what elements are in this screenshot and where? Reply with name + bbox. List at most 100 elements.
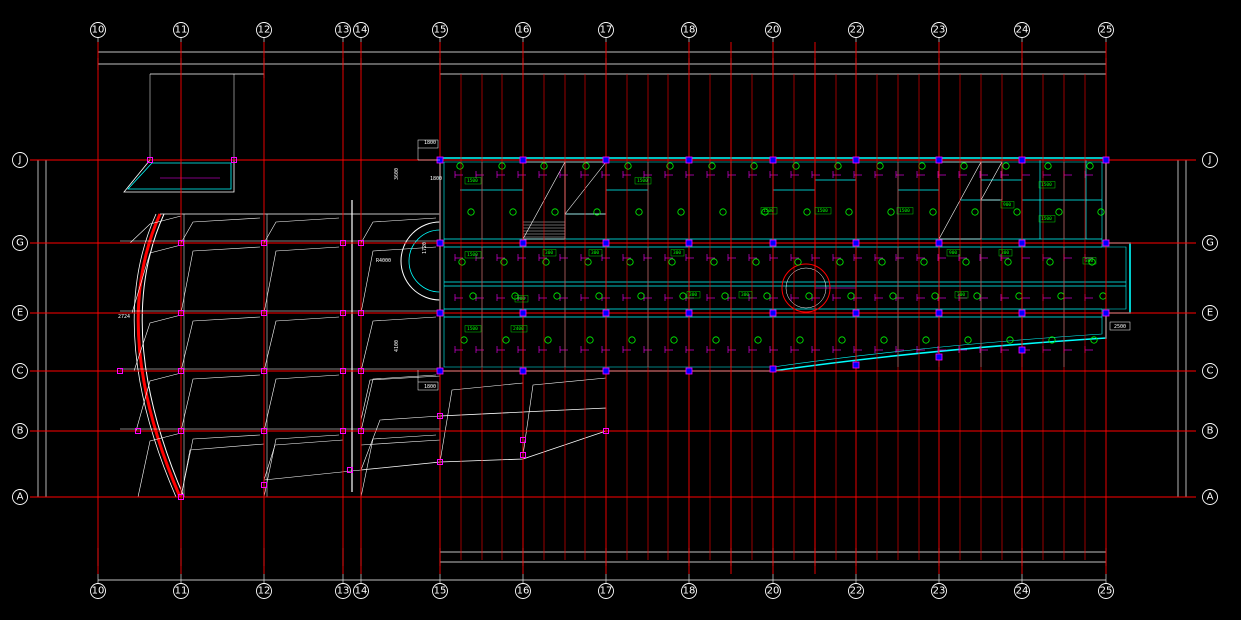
light-fixture (582, 162, 590, 170)
annotation-box (464, 251, 482, 259)
light-fixture (761, 208, 769, 216)
annotation-box (1038, 181, 1056, 189)
annotation-box (946, 249, 961, 257)
annotation-box (464, 177, 482, 185)
column (852, 309, 860, 317)
annotation-text: 300 (673, 250, 681, 256)
axis-bubble-18-top: 18 (681, 22, 697, 42)
annotation-text: 1500 (467, 326, 478, 332)
light-fixture (670, 336, 678, 344)
axis-bubble-G-left: G (12, 235, 28, 251)
joint (231, 157, 237, 163)
glazing-panel (360, 415, 441, 471)
axis-bubble-label: C (17, 366, 24, 377)
light-fixture (847, 292, 855, 300)
stair-diagonal (980, 161, 1003, 201)
axis-bubble-label: 10 (92, 586, 105, 597)
dimension-box (417, 381, 439, 391)
annotation-text: 300 (741, 292, 749, 298)
joint (603, 428, 609, 434)
annotation-text: 1500 (467, 252, 478, 258)
glazing-panel (137, 432, 182, 498)
column (685, 239, 693, 247)
joint (261, 310, 267, 316)
axis-bubble-label: 24 (1016, 586, 1029, 597)
column (935, 353, 943, 361)
axis-bubble-label: A (17, 492, 24, 503)
dimension-label: 2500 (1114, 324, 1126, 330)
light-fixture (1097, 208, 1105, 216)
column (852, 239, 860, 247)
axis-bubble-label: 18 (683, 25, 696, 36)
joint (358, 240, 364, 246)
light-fixture (1099, 292, 1107, 300)
axis-bubble-A-left: A (12, 489, 28, 505)
light-fixture (1090, 336, 1098, 344)
annotation-box (670, 249, 685, 257)
annotation-box (896, 207, 914, 215)
glazing-panel (180, 434, 261, 498)
light-fixture (803, 208, 811, 216)
light-fixture (1046, 258, 1054, 266)
annotation-text: 900 (517, 296, 525, 302)
light-fixture (1088, 258, 1096, 266)
curved-facade-outer (133, 213, 177, 498)
annotation-text: 300 (1001, 250, 1009, 256)
dimension-leader (417, 148, 440, 161)
light-fixture (544, 336, 552, 344)
axis-bubble-label: A (1207, 492, 1214, 503)
annotation-text: 1500 (467, 178, 478, 184)
annotation-text: 300 (1085, 258, 1093, 264)
axis-bubble-circle (1202, 152, 1218, 168)
axis-bubble-E-right: E (1202, 305, 1218, 321)
axis-bubble-label: C (1207, 366, 1214, 377)
joint (261, 482, 267, 488)
glazing-panel (180, 246, 261, 314)
curved-facade-red (136, 213, 182, 498)
annotation-box (738, 291, 753, 299)
glazing-panel (129, 215, 182, 244)
axis-bubble-label: G (16, 238, 24, 249)
axis-bubble-14-top: 14 (353, 22, 369, 42)
axis-bubble-label: B (17, 426, 24, 437)
glazing-panel (439, 382, 524, 463)
annotation-box (588, 249, 603, 257)
axis-bubble-label: 25 (1100, 25, 1113, 36)
column (769, 156, 777, 164)
axis-bubble-label: J (1208, 155, 1212, 166)
glazing-panel (360, 246, 437, 314)
light-fixture (1055, 208, 1063, 216)
column (602, 309, 610, 317)
light-fixture (456, 162, 464, 170)
joint (358, 428, 364, 434)
annotation-box (1000, 201, 1015, 209)
light-fixture (971, 208, 979, 216)
axis-bubble-16-top: 16 (515, 22, 531, 42)
axis-bubble-label: G (1206, 238, 1214, 249)
light-fixture (838, 336, 846, 344)
joint (261, 428, 267, 434)
light-fixture (805, 292, 813, 300)
entrance-arc (400, 221, 441, 301)
column (1018, 156, 1026, 164)
axis-bubble-17-top: 17 (598, 22, 614, 42)
joint (437, 459, 443, 465)
column (602, 367, 610, 375)
joint (178, 368, 184, 374)
glazing-panel (360, 217, 437, 244)
joint (520, 437, 526, 443)
axis-bubble-12-top: 12 (256, 22, 272, 42)
axis-bubble-label: 22 (850, 586, 863, 597)
light-fixture (960, 162, 968, 170)
axis-bubble-A-right: A (1202, 489, 1218, 505)
axis-bubble-circle (12, 235, 28, 251)
glazing-panel (180, 316, 261, 372)
annotation-box (814, 207, 832, 215)
axis-bubble-B-right: B (1202, 423, 1218, 439)
light-fixture (626, 258, 634, 266)
axis-bubble-J-left: J (12, 152, 28, 168)
column (685, 156, 693, 164)
annotation-box (510, 325, 528, 333)
axis-bubble-label: 16 (517, 25, 530, 36)
